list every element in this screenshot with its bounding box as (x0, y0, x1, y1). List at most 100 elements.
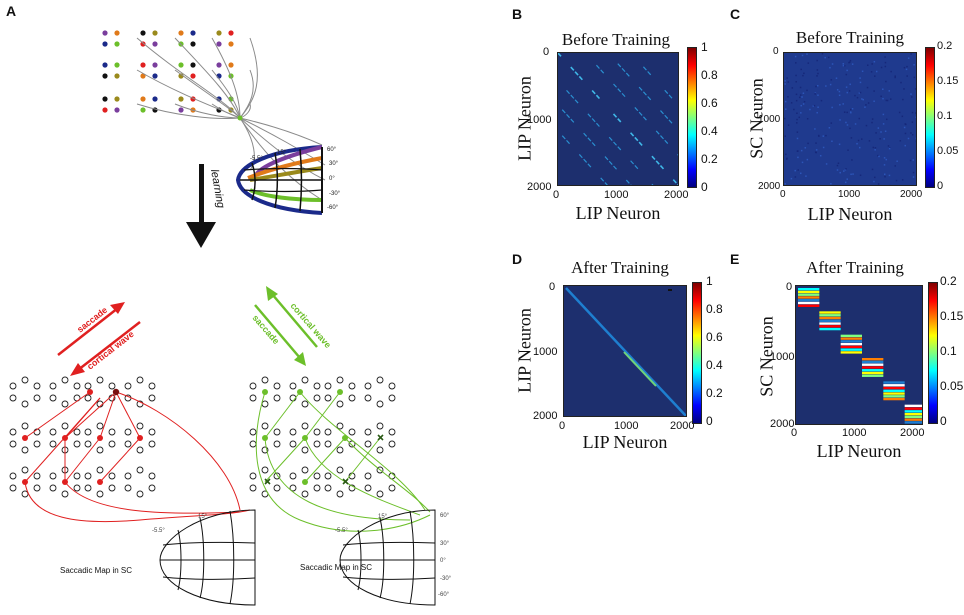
noise-cell (857, 139, 860, 142)
noise-cell (914, 88, 916, 90)
neuron-ring (61, 422, 69, 430)
noise-cell (838, 90, 841, 93)
noise-cell (866, 86, 869, 89)
noise-cell (873, 180, 875, 183)
noise-cell (880, 66, 883, 69)
neuron-dot (102, 73, 108, 79)
neuron-ring (33, 440, 41, 448)
neuron-ring (348, 440, 356, 448)
svg-text:30°: 30° (440, 541, 450, 547)
neuron-ring (289, 440, 297, 448)
noise-cell (806, 89, 808, 92)
neuron-ring (49, 484, 57, 492)
neuron-ring (289, 484, 297, 492)
neuron-ring (33, 382, 41, 390)
noise-cell (885, 118, 888, 121)
noise-cell (831, 140, 833, 143)
noise-cell (913, 64, 915, 66)
noise-cell (815, 149, 818, 151)
panel-label-c: C (730, 6, 741, 22)
neuron-ring (336, 376, 344, 384)
neuron-dot (140, 62, 146, 68)
connectivity-band-segment (647, 96, 652, 101)
noise-cell (899, 140, 902, 142)
noise-cell (806, 118, 809, 120)
noise-cell (785, 108, 787, 110)
connectivity-band-segment (612, 113, 618, 118)
noise-cell (904, 144, 906, 147)
neuron-ring (108, 472, 116, 480)
noise-cell (830, 122, 833, 124)
neuron-ring (364, 472, 372, 480)
svg-text:-60°: -60° (438, 592, 450, 598)
noise-cell (837, 162, 840, 165)
panel-c-noise (784, 53, 916, 185)
noise-cell (872, 146, 875, 149)
neuron-ring (73, 440, 81, 448)
panel-b-xtick-2: 2000 (664, 189, 689, 201)
noise-cell (844, 169, 847, 171)
panel-b-cbar-tick-0.4: 0.4 (701, 124, 718, 138)
connectivity-band-segment (595, 94, 601, 100)
neuron-ring (249, 382, 257, 390)
neuron-ring (49, 382, 57, 390)
noise-cell (875, 70, 878, 73)
noise-cell (915, 140, 916, 143)
neuron-ring (49, 440, 57, 448)
noise-cell (901, 179, 904, 181)
noise-cell (862, 98, 865, 101)
noise-cell (819, 154, 822, 157)
block-stripe (862, 358, 884, 361)
neuron-ring (96, 466, 104, 474)
neuron-ring (388, 484, 396, 492)
block-stripe (819, 319, 841, 322)
left-saccadic-map (159, 509, 256, 606)
red-direction-arrows (57, 302, 141, 376)
block-stripe (904, 421, 922, 424)
panel-c-cbar-tick-0.1: 0.1 (937, 110, 953, 122)
panel-label-e: E (730, 251, 740, 267)
noise-cell (786, 158, 788, 160)
noise-cell (856, 142, 858, 145)
green-cross-markers (264, 434, 384, 485)
neuron-ring (289, 472, 297, 480)
neuron-ring (73, 484, 81, 492)
noise-cell (802, 103, 805, 105)
neuron-ring (84, 394, 92, 402)
neuron-ring (289, 382, 297, 390)
neuron-ring (124, 382, 132, 390)
connectivity-band-segment (587, 113, 592, 118)
noise-cell (809, 108, 811, 111)
neuron-ring (249, 440, 257, 448)
panel-d-ytick-1: 1000 (533, 346, 558, 358)
panel-e-xtick-2: 2000 (900, 427, 925, 439)
neuron-ring (376, 422, 384, 430)
connectivity-band-segment (595, 64, 600, 69)
neuron-dot (114, 107, 120, 113)
neuron-ring (301, 422, 309, 430)
svg-text:-15°: -15° (275, 150, 287, 156)
neuron-ring (84, 382, 92, 390)
panel-b-ytick-1: 1000 (527, 114, 552, 126)
panel-d-ylabel: LIP Neuron (514, 308, 535, 393)
noise-cell (800, 68, 802, 71)
noise-cell (795, 62, 797, 64)
neuron-ring (21, 400, 29, 408)
block-stripe (819, 314, 841, 317)
neuron-ring (136, 376, 144, 384)
neuron-ring (73, 382, 81, 390)
neuron-ring (301, 400, 309, 408)
noise-cell (871, 63, 873, 65)
noise-cell (877, 183, 880, 185)
noise-cell (802, 92, 805, 95)
neuron-dot (228, 41, 234, 47)
neuron-ring (301, 376, 309, 384)
connectivity-band-segment (595, 122, 600, 127)
svg-text:-5.5°: -5.5° (335, 528, 348, 534)
noise-cell (784, 117, 786, 120)
neuron-dot (114, 41, 120, 47)
neuron-ring (364, 428, 372, 436)
connectivity-band-segment (587, 137, 592, 142)
neuron-ring (148, 382, 156, 390)
connectivity-band-segment (566, 113, 570, 119)
